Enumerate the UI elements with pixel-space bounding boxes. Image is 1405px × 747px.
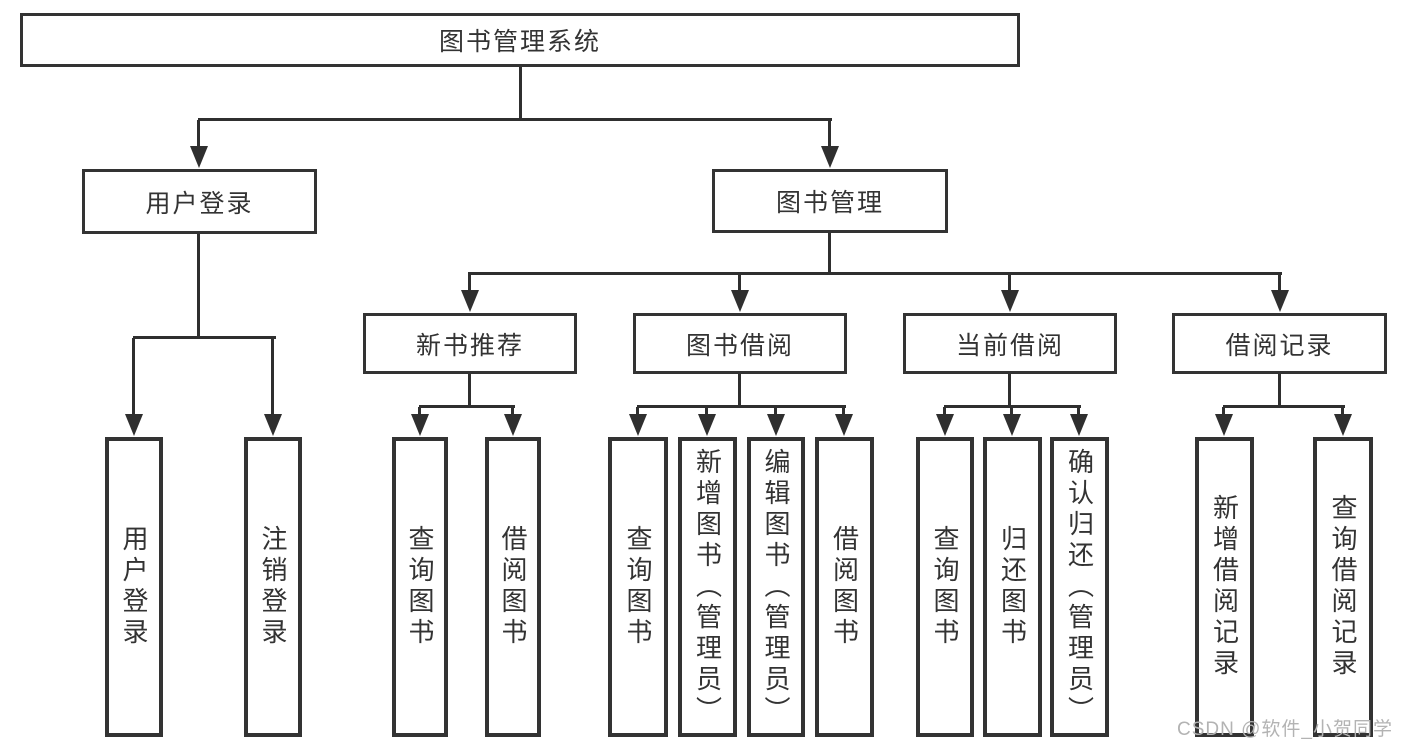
leaf-label: 借阅图书 [829, 525, 860, 649]
node-book-management: 图书管理 [712, 169, 948, 233]
arrow-down-icon [1001, 290, 1019, 312]
connector-hline [637, 405, 846, 408]
arrow-down-icon [835, 414, 853, 436]
leaf-label: 确认归还（管理员） [1064, 447, 1095, 727]
connector-hline [944, 405, 1081, 408]
connector-vline [1077, 407, 1080, 417]
node-label: 借阅记录 [1225, 331, 1334, 360]
connector-vline [1278, 274, 1281, 292]
node-current-borrow: 当前借阅 [903, 313, 1117, 374]
connector-vline [1278, 374, 1281, 408]
node-label: 图书管理系统 [438, 28, 601, 56]
arrow-down-icon [1070, 414, 1088, 436]
connector-vline [468, 374, 471, 408]
node-label: 用户登录 [145, 189, 254, 218]
leaf-borrow-books-borrow: 借阅图书 [815, 437, 874, 737]
connector-vline [519, 67, 522, 120]
node-label: 图书借阅 [685, 331, 794, 360]
leaf-label: 新增图书（管理员） [692, 447, 723, 727]
connector-vline [511, 407, 514, 417]
arrow-down-icon [731, 290, 749, 312]
arrow-down-icon [504, 414, 522, 436]
connector-vline [828, 233, 831, 275]
leaf-query-books-current: 查询图书 [916, 437, 974, 737]
arrow-down-icon [1334, 414, 1352, 436]
arrow-down-icon [698, 414, 716, 436]
node-label: 新书推荐 [415, 331, 524, 360]
connector-vline [943, 407, 946, 417]
connector-vline [1008, 374, 1011, 408]
node-new-book-recommend: 新书推荐 [363, 313, 577, 374]
connector-vline [1008, 274, 1011, 292]
leaf-confirm-return-admin: 确认归还（管理员） [1050, 437, 1109, 737]
arrow-down-icon [1215, 414, 1233, 436]
leaf-borrow-books-recommend: 借阅图书 [485, 437, 541, 737]
connector-vline [197, 234, 200, 338]
node-root: 图书管理系统 [20, 13, 1020, 67]
leaf-label: 查询图书 [623, 525, 653, 649]
connector-vline [738, 374, 741, 408]
leaf-label: 新增借阅记录 [1209, 494, 1240, 680]
node-user-login: 用户登录 [82, 169, 317, 234]
arrow-down-icon [767, 414, 785, 436]
connector-hline [1223, 405, 1345, 408]
arrow-down-icon [190, 146, 208, 168]
node-label: 图书管理 [775, 189, 884, 217]
leaf-add-borrow-record: 新增借阅记录 [1195, 437, 1254, 737]
leaf-label: 注销登录 [258, 525, 288, 649]
connector-vline [197, 120, 200, 150]
leaf-label: 归还图书 [997, 525, 1028, 649]
connector-vline [271, 338, 274, 416]
connector-vline [738, 274, 741, 292]
node-book-borrow: 图书借阅 [633, 313, 847, 374]
connector-vline [132, 338, 135, 416]
leaf-edit-book-admin: 编辑图书（管理员） [747, 437, 805, 737]
connector-vline [705, 407, 708, 417]
connector-hline [468, 272, 1282, 275]
leaf-query-books-recommend: 查询图书 [392, 437, 448, 737]
connector-vline [468, 274, 471, 292]
leaf-logout: 注销登录 [244, 437, 302, 737]
connector-vline [1222, 407, 1225, 417]
leaf-label: 查询借阅记录 [1328, 494, 1358, 680]
connector-vline [418, 407, 421, 417]
node-label: 当前借阅 [955, 331, 1064, 360]
connector-vline [636, 407, 639, 417]
leaf-user-login: 用户登录 [105, 437, 163, 737]
connector-vline [842, 407, 845, 417]
connector-vline [828, 120, 831, 150]
node-borrow-records: 借阅记录 [1172, 313, 1387, 374]
leaf-label: 用户登录 [119, 525, 149, 649]
leaf-add-book-admin: 新增图书（管理员） [678, 437, 737, 737]
leaf-query-books-borrow: 查询图书 [608, 437, 668, 737]
arrow-down-icon [264, 414, 282, 436]
connector-hline [133, 336, 276, 339]
leaf-label: 借阅图书 [498, 525, 528, 649]
leaf-label: 编辑图书（管理员） [761, 447, 791, 727]
connector-vline [1010, 407, 1013, 417]
connector-vline [774, 407, 777, 417]
arrow-down-icon [1271, 290, 1289, 312]
connector-hline [198, 118, 832, 121]
watermark: CSDN @软件_小贺同学 [1177, 719, 1393, 740]
connector-vline [1341, 407, 1344, 417]
arrow-down-icon [629, 414, 647, 436]
arrow-down-icon [461, 290, 479, 312]
arrow-down-icon [411, 414, 429, 436]
arrow-down-icon [821, 146, 839, 168]
leaf-return-book: 归还图书 [983, 437, 1042, 737]
arrow-down-icon [1003, 414, 1021, 436]
leaf-label: 查询图书 [930, 525, 960, 649]
connector-hline [419, 405, 515, 408]
leaf-query-borrow-record: 查询借阅记录 [1313, 437, 1373, 737]
arrow-down-icon [936, 414, 954, 436]
leaf-label: 查询图书 [405, 525, 435, 649]
arrow-down-icon [125, 414, 143, 436]
